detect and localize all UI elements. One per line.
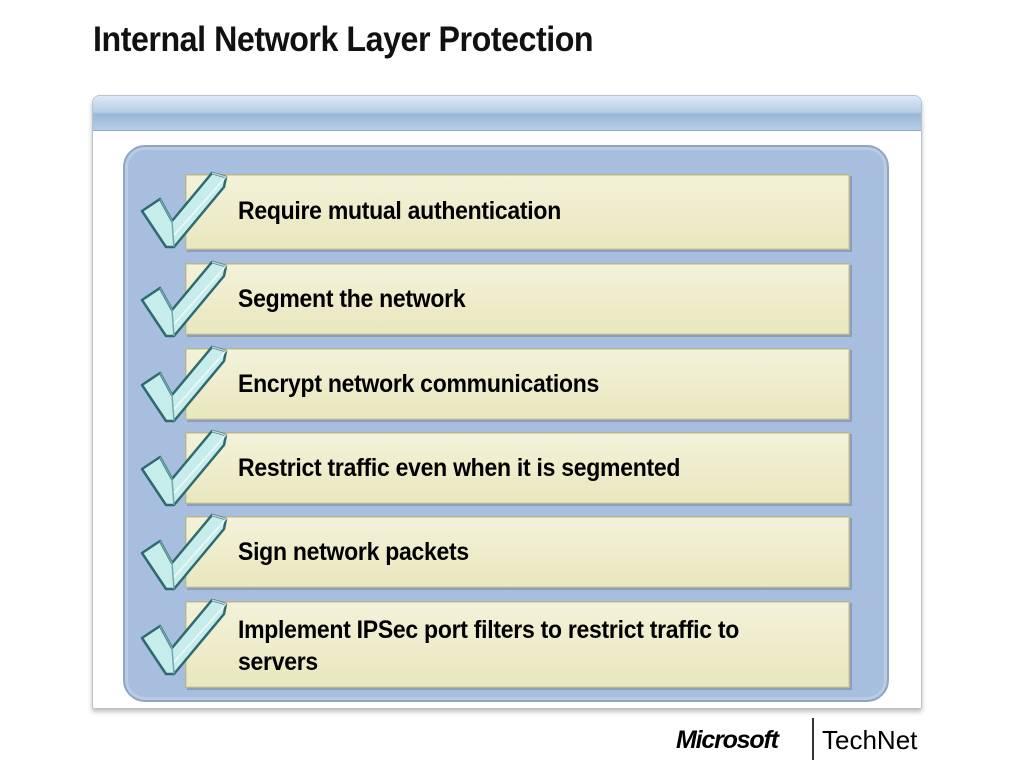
checkmark-icon <box>140 171 228 249</box>
slide-title: Internal Network Layer Protection <box>93 20 594 59</box>
checkmark-icon <box>140 345 228 423</box>
list-item: Implement IPSec port filters to restrict… <box>185 601 850 688</box>
list-item-label: Require mutual authentication <box>238 197 561 225</box>
list-item: Restrict traffic even when it is segment… <box>185 432 850 504</box>
list-item: Sign network packets <box>185 516 850 588</box>
checkmark-icon <box>140 260 228 338</box>
logo-divider <box>812 718 814 760</box>
list-item: Segment the network <box>185 263 850 335</box>
list-item-label: Sign network packets <box>238 538 469 566</box>
technet-wordmark: TechNet <box>822 725 918 755</box>
list-item: Encrypt network communications <box>185 348 850 420</box>
microsoft-technet-logo: Microsoft TechNet <box>676 718 936 762</box>
microsoft-wordmark: Microsoft <box>676 726 779 754</box>
list-item-label: Segment the network <box>238 285 466 313</box>
list-item-label: Restrict traffic even when it is segment… <box>238 454 681 482</box>
list-item-label: Encrypt network communications <box>238 370 600 398</box>
list-item-label: Implement IPSec port filters to restrict… <box>238 616 739 676</box>
checkmark-icon <box>140 429 228 507</box>
checkmark-icon <box>140 513 228 591</box>
frame-header-bar <box>93 96 921 131</box>
checkmark-icon <box>140 598 228 676</box>
list-item: Require mutual authentication <box>185 174 850 250</box>
